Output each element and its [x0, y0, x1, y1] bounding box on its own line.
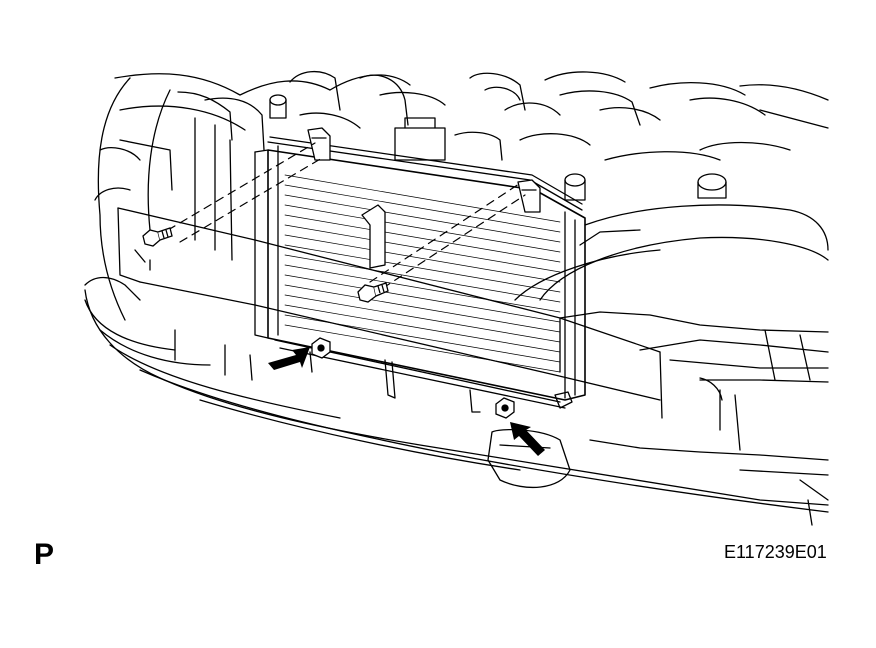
right-body-structure — [515, 205, 828, 450]
condenser-bracket-top-right — [518, 180, 540, 212]
figure-id: E117239E01 — [724, 542, 827, 562]
bolt-upper-left — [143, 228, 172, 246]
condenser-bracket-center — [362, 205, 385, 268]
installation-guide-lines — [168, 143, 525, 288]
lower-grille — [85, 290, 828, 525]
view-label: P — [34, 538, 55, 571]
lower-support — [310, 352, 572, 412]
arrow-right — [510, 422, 545, 456]
bolt-center — [358, 283, 388, 302]
lower-mount-left — [312, 338, 330, 358]
engine-bay-background — [95, 72, 828, 200]
left-body-structure — [85, 78, 232, 365]
lower-mount-right — [496, 398, 514, 418]
condenser-core-fins — [285, 175, 560, 372]
condenser-bracket-top-left — [308, 128, 330, 160]
condenser — [255, 137, 585, 408]
arrow-left — [268, 347, 310, 370]
bumper-reinforcement — [118, 208, 662, 418]
